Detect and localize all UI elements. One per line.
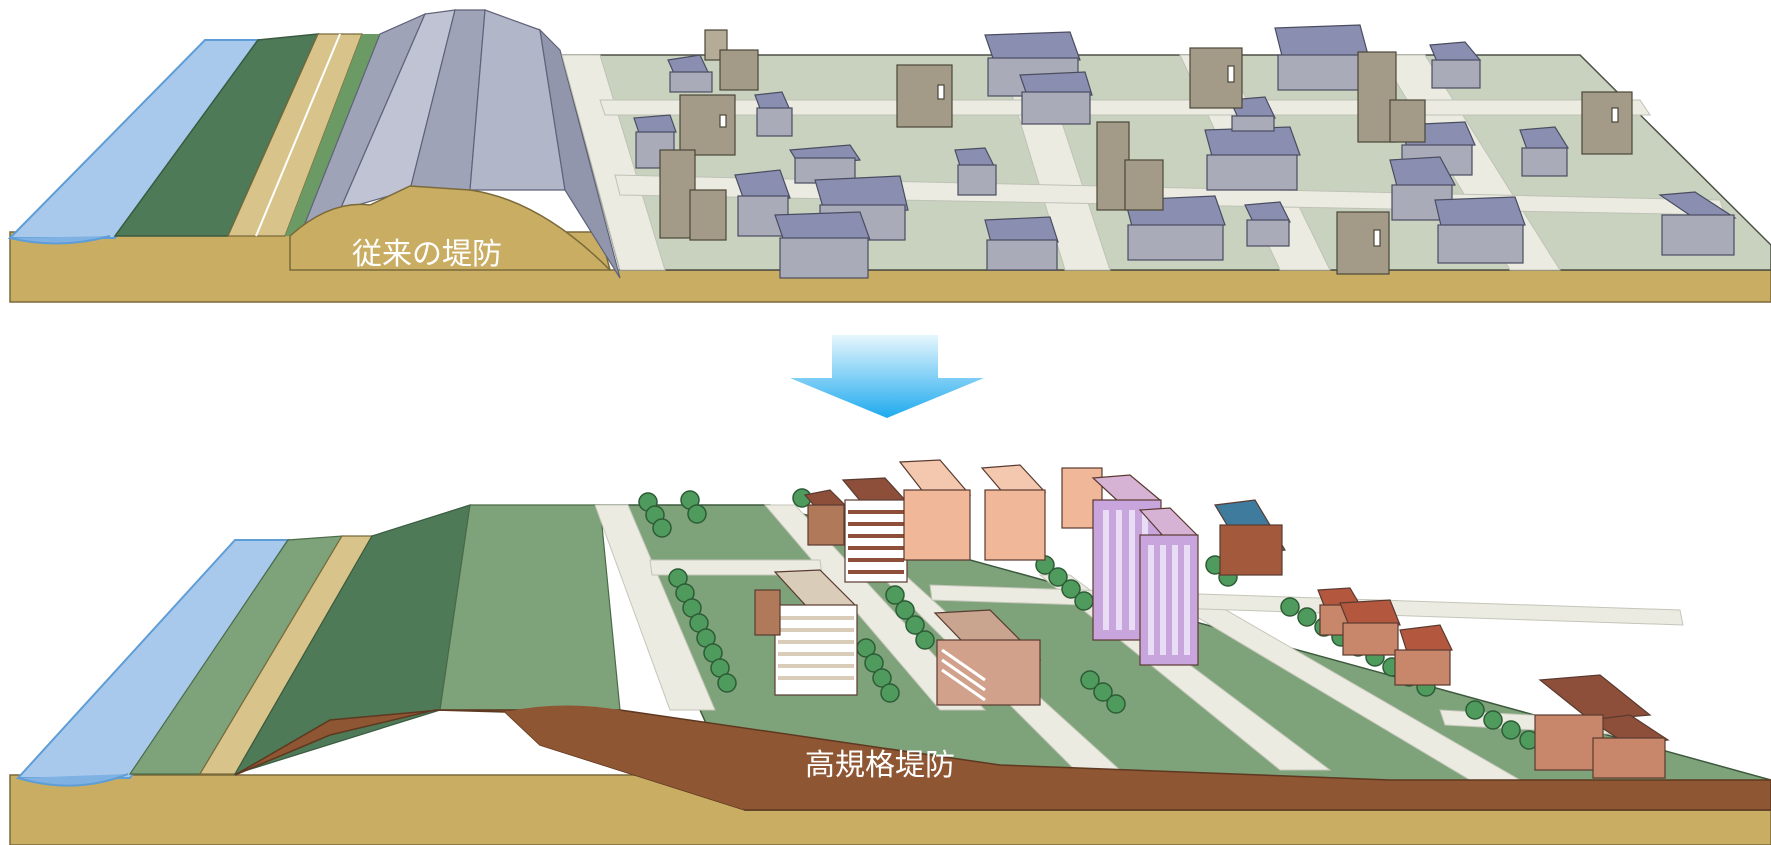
house-12 (1124, 195, 1226, 261)
top-levee-slope-4 (539, 28, 621, 279)
small-house-b (754, 589, 781, 636)
salmon-tower-1 (898, 459, 972, 561)
house-13 (1204, 126, 1301, 191)
house-21 (1519, 126, 1570, 177)
box-9 (1581, 91, 1633, 155)
salmon-tower-2 (980, 464, 1047, 561)
house-5 (788, 144, 862, 184)
house-11 (984, 216, 1059, 271)
house-19 (1434, 196, 1526, 264)
tan-apartment (933, 609, 1042, 706)
house-10 (1019, 71, 1093, 125)
blue-roof-house (1214, 499, 1286, 576)
super-levee-panel: 高規格堤防 (9, 459, 1771, 845)
bottom-river-edge (17, 773, 129, 787)
box-1 (704, 29, 759, 91)
house-7 (774, 211, 871, 279)
box-8 (1336, 211, 1390, 275)
box-4 (896, 64, 953, 128)
bottom-buildings (754, 459, 1670, 779)
small-house-a (803, 489, 847, 546)
top-river-edge (9, 235, 111, 245)
conventional-levee-label: 従来の堤防 (352, 237, 502, 272)
bottom-levee-top (439, 504, 621, 711)
box-6 (1189, 47, 1243, 109)
house-1 (667, 54, 713, 93)
box-2 (679, 94, 736, 156)
box-7 (1357, 51, 1426, 143)
super-levee-label: 高規格堤防 (805, 748, 955, 783)
white-apartment (773, 569, 858, 696)
house-15 (1244, 201, 1291, 247)
large-house (1534, 674, 1670, 779)
down-arrow-icon (790, 335, 984, 418)
top-box-buildings (659, 29, 1633, 275)
house-16 (1274, 24, 1369, 91)
top-levee-core (289, 185, 612, 271)
box-3 (659, 149, 727, 241)
box-5 (1096, 121, 1164, 211)
conventional-levee-panel: 従来の堤防 (7, 9, 1771, 303)
red-roof-house-2 (1339, 599, 1401, 656)
brown-tower (841, 477, 908, 583)
house-22 (1658, 191, 1737, 256)
lilac-tower-2 (1138, 507, 1199, 666)
house-3 (754, 91, 793, 137)
house-8 (954, 147, 997, 196)
red-roof-house-3 (1394, 624, 1453, 686)
top-houses (633, 24, 1737, 279)
house-20 (1429, 41, 1482, 89)
